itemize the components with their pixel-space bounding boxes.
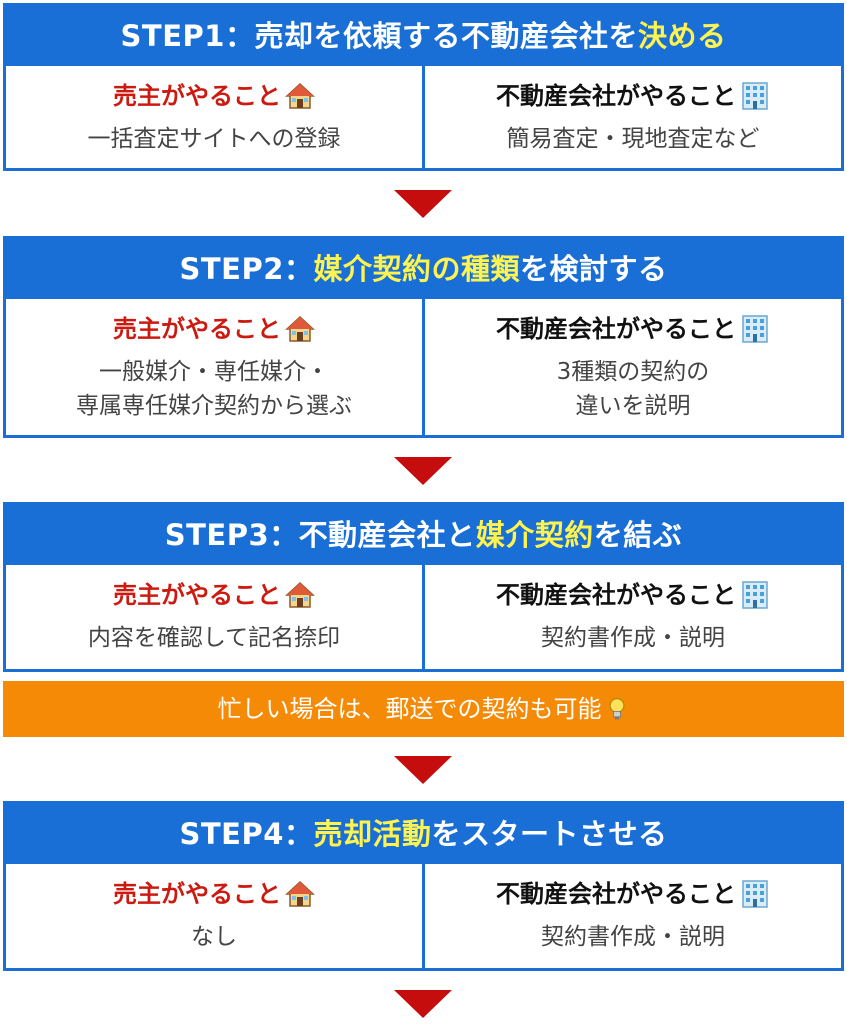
house-icon [285,315,315,342]
company-description: 契約書作成・説明 [541,625,725,651]
note-text: 忙しい場合は、郵送での契約も可能 [217,695,602,723]
step-2: STEP2：媒介契約の種類を検討する 売主がやること 一般媒介・専任媒介・ 専属… [3,236,844,438]
seller-description: 内容を確認して記名捺印 [87,625,341,651]
step-1-company: 不動産会社がやること 簡易査定・現地査定など [422,66,841,168]
step-3-title-text: STEP3：不動産会社と [164,518,476,552]
company-label: 不動産会社がやること [496,880,736,908]
office-building-icon [742,315,768,343]
step-3-title-highlight: 媒介契約 [475,518,594,552]
company-description: 契約書作成・説明 [541,924,725,950]
step-1-title-highlight: 決める [637,19,727,53]
down-arrow-1 [394,190,452,218]
house-icon [285,82,315,109]
step-3-seller: 売主がやること 内容を確認して記名捺印 [6,565,422,669]
down-arrow-3 [394,756,452,784]
step-4: STEP4：売却活動をスタートさせる 売主がやること なし 不動産会社がやること… [3,801,844,971]
step-2-seller: 売主がやること 一般媒介・専任媒介・ 専属専任媒介契約から選ぶ [6,299,422,435]
seller-label: 売主がやること [113,315,281,343]
company-description: 3種類の契約の 違いを説明 [556,359,710,419]
step-1-title: STEP1：売却を依頼する不動産会社を決める [6,6,841,66]
step-2-title-highlight: 媒介契約の種類 [313,252,520,286]
house-icon [285,880,315,907]
step-4-company: 不動産会社がやること 契約書作成・説明 [422,864,841,968]
step-3-company: 不動産会社がやること 契約書作成・説明 [422,565,841,669]
seller-description: 一般媒介・専任媒介・ 専属専任媒介契約から選ぶ [76,359,352,419]
step-3-title-suffix: を結ぶ [593,518,683,552]
company-label: 不動産会社がやること [496,82,736,110]
step-4-title: STEP4：売却活動をスタートさせる [6,804,841,864]
step-2-title: STEP2：媒介契約の種類を検討する [6,239,841,299]
step-2-title-text: STEP2： [179,252,314,286]
step-4-title-highlight: 売却活動 [313,817,432,851]
step-4-title-suffix: をスタートさせる [431,817,668,851]
mail-contract-note: 忙しい場合は、郵送での契約も可能 [3,681,844,737]
step-4-title-text: STEP4： [179,817,314,851]
step-1: STEP1：売却を依頼する不動産会社を決める 売主がやること 一括査定サイトへの… [3,3,844,171]
step-3-title: STEP3：不動産会社と媒介契約を結ぶ [6,505,841,565]
office-building-icon [742,82,768,110]
seller-label: 売主がやること [113,880,281,908]
down-arrow-2 [394,457,452,485]
step-2-company: 不動産会社がやること 3種類の契約の 違いを説明 [422,299,841,435]
company-label: 不動産会社がやること [496,315,736,343]
step-1-title-text: STEP1：売却を依頼する不動産会社を [120,19,638,53]
step-1-seller: 売主がやること 一括査定サイトへの登録 [6,66,422,168]
seller-label: 売主がやること [113,82,281,110]
office-building-icon [742,581,768,609]
company-description: 簡易査定・現地査定など [506,126,760,152]
lightbulb-icon [608,697,625,720]
step-2-title-suffix: を検討する [519,252,668,286]
step-3: STEP3：不動産会社と媒介契約を結ぶ 売主がやること 内容を確認して記名捺印 … [3,502,844,672]
seller-label: 売主がやること [113,581,281,609]
seller-description: 一括査定サイトへの登録 [87,126,341,152]
down-arrow-4 [394,990,452,1018]
step-4-seller: 売主がやること なし [6,864,422,968]
house-icon [285,581,315,608]
company-label: 不動産会社がやること [496,581,736,609]
office-building-icon [742,880,768,908]
seller-description: なし [191,924,237,950]
